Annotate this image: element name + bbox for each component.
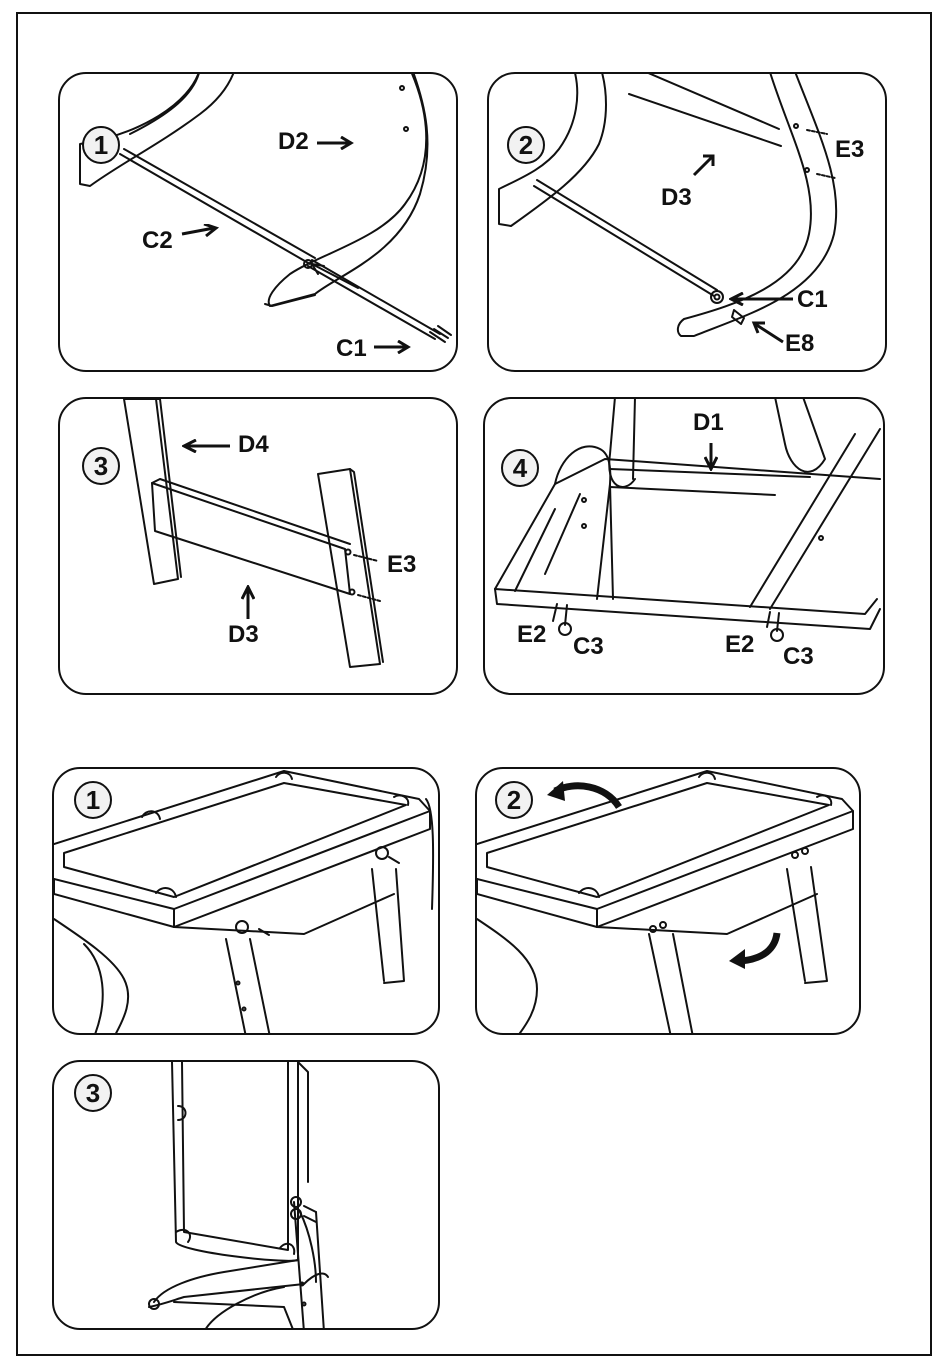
step-badge: 2 (507, 126, 545, 164)
part-label-c1: C1 (336, 337, 367, 361)
arrow-icon (315, 136, 355, 150)
assembly-panel-2: 2 E3 D3 C1 E8 (487, 72, 887, 372)
assembly-1-illustration (60, 74, 458, 372)
part-label-e2: E2 (517, 623, 546, 647)
arrow-icon (691, 152, 717, 178)
folding-panel-2: 2 (475, 767, 861, 1035)
part-label-c3: C3 (573, 635, 604, 659)
rotate-arrow-icon (545, 777, 625, 813)
arrow-icon (751, 320, 785, 346)
part-label-c1: C1 (797, 288, 828, 312)
assembly-panel-3: 3 D4 E3 D3 (58, 397, 458, 695)
part-label-e3: E3 (835, 138, 864, 162)
part-label-d3: D3 (661, 186, 692, 210)
arrow-icon (704, 441, 718, 471)
arrow-icon (180, 224, 220, 238)
arrow-icon (182, 439, 232, 453)
part-label-e2: E2 (725, 633, 754, 657)
step-badge: 1 (74, 781, 112, 819)
part-label-d3: D3 (228, 623, 259, 647)
part-label-c3: C3 (783, 645, 814, 669)
step-badge: 3 (74, 1074, 112, 1112)
part-label-e3: E3 (387, 553, 416, 577)
folding-2-illustration (477, 769, 861, 1035)
rotate-arrow-icon (727, 929, 787, 969)
arrow-icon (729, 292, 795, 306)
part-label-e8: E8 (785, 332, 814, 356)
assembly-2-illustration (489, 74, 887, 372)
assembly-panel-4: 4 D1 E2 C3 E2 C3 (483, 397, 885, 695)
arrow-icon (372, 340, 412, 354)
part-label-d1: D1 (693, 411, 724, 435)
step-badge: 4 (501, 449, 539, 487)
folding-panel-1: 1 (52, 767, 440, 1035)
part-label-d4: D4 (238, 433, 269, 457)
part-label-c2: C2 (142, 229, 173, 253)
folding-3-illustration (54, 1062, 440, 1330)
part-label-d2: D2 (278, 130, 309, 154)
folding-1-illustration (54, 769, 440, 1035)
arrow-icon (241, 585, 255, 621)
folding-panel-3: 3 (52, 1060, 440, 1330)
step-badge: 3 (82, 447, 120, 485)
step-badge: 1 (82, 126, 120, 164)
step-badge: 2 (495, 781, 533, 819)
assembly-panel-1: 1 D2 C2 C1 (58, 72, 458, 372)
assembly-4-illustration (485, 399, 885, 695)
